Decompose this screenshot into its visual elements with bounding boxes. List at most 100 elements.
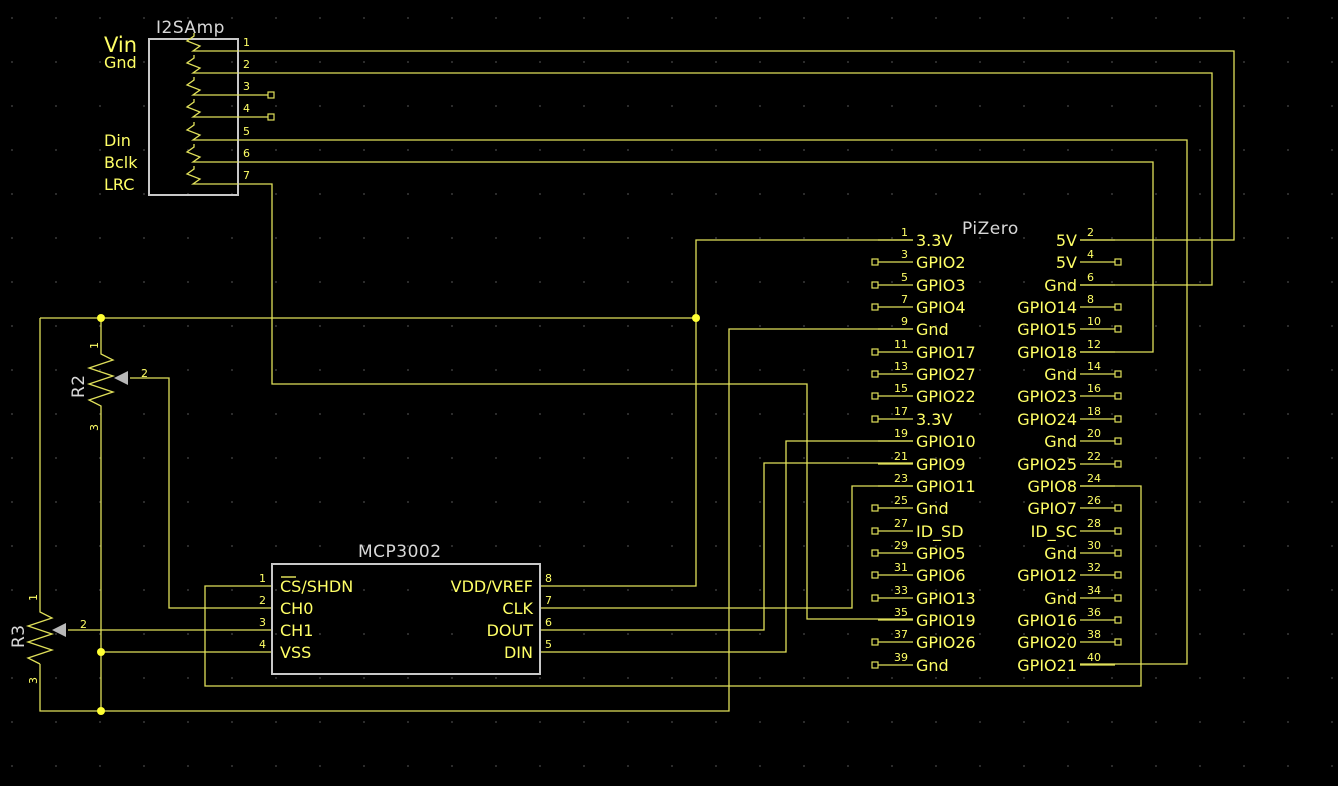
no-connect-marker <box>1114 527 1122 535</box>
pizero-pin-number: 13 <box>894 360 908 373</box>
grid-dot <box>363 369 365 371</box>
grid-dot <box>275 61 277 63</box>
grid-dot <box>11 633 13 635</box>
wire-lrc-gpio19[interactable] <box>238 183 913 620</box>
grid-dot <box>11 193 13 195</box>
grid-dot <box>407 281 409 283</box>
grid-dot <box>495 589 497 591</box>
grid-dot <box>187 589 189 591</box>
grid-dot <box>495 457 497 459</box>
grid-dot <box>187 545 189 547</box>
grid-dot <box>1199 457 1201 459</box>
grid-dot <box>363 413 365 415</box>
wire-gnd-pin9[interactable] <box>101 328 913 712</box>
grid-dot <box>55 237 57 239</box>
grid-dot <box>275 149 277 151</box>
i2samp-pin-number: 3 <box>243 80 250 93</box>
grid-dot <box>11 677 13 679</box>
wire-r2-wiper-ch0[interactable] <box>130 377 272 609</box>
pizero-pin-label: Gnd <box>1044 589 1077 608</box>
grid-dot <box>231 413 233 415</box>
grid-dot <box>583 589 585 591</box>
grid-dot <box>935 237 937 239</box>
pizero-pin-label: Gnd <box>916 499 949 518</box>
grid-dot <box>803 501 805 503</box>
no-connect-marker <box>1114 415 1122 423</box>
no-connect-marker <box>1114 370 1122 378</box>
wire-din-gpio21[interactable] <box>238 139 1188 665</box>
grid-dot <box>1067 545 1069 547</box>
grid-dot <box>55 61 57 63</box>
grid-dot <box>539 545 541 547</box>
grid-dot <box>1331 105 1333 107</box>
wire-3v3-vdd[interactable] <box>540 318 697 587</box>
grid-dot <box>627 105 629 107</box>
no-connect-marker <box>1114 437 1122 445</box>
grid-dot <box>363 237 365 239</box>
grid-dot <box>715 369 717 371</box>
grid-dot <box>99 369 101 371</box>
grid-dot <box>1243 413 1245 415</box>
wire-gnd-left[interactable] <box>39 664 101 712</box>
grid-dot <box>143 369 145 371</box>
grid-dot <box>891 633 893 635</box>
wire-bclk-gpio18[interactable] <box>238 161 1154 353</box>
grid-dot <box>231 721 233 723</box>
pizero-pin-number: 17 <box>894 405 908 418</box>
grid-dot <box>1155 61 1157 63</box>
r2-potentiometer[interactable]: R2 1 2 3 <box>69 342 148 431</box>
wire-vin-5v[interactable] <box>238 50 1235 241</box>
wire-din-gpio10[interactable] <box>540 440 913 653</box>
grid-dot <box>935 61 937 63</box>
wire-cs-gpio8[interactable] <box>204 485 1142 687</box>
grid-dot <box>187 281 189 283</box>
grid-dot <box>759 193 761 195</box>
wire-3v3-rail[interactable] <box>695 239 913 318</box>
wire-clk-gpio11[interactable] <box>540 485 913 609</box>
grid-dot <box>451 677 453 679</box>
pizero-pin-number: 3 <box>901 248 908 261</box>
pizero-pin-label: GPIO16 <box>1017 611 1077 630</box>
grid-dot <box>979 237 981 239</box>
grid-dot <box>627 413 629 415</box>
mcp3002-pin-number: 5 <box>545 638 552 651</box>
mcp3002-pin-number: 6 <box>545 616 552 629</box>
grid-dot <box>1111 61 1113 63</box>
grid-dot <box>55 413 57 415</box>
pizero-pin-label: GPIO18 <box>1017 343 1077 362</box>
grid-dot <box>539 149 541 151</box>
grid-dot <box>1155 633 1157 635</box>
grid-dot <box>891 677 893 679</box>
r3-potentiometer[interactable]: R3 1 2 3 <box>9 594 87 684</box>
pizero-right-header: 25V45V6Gnd8GPIO1410GPIO1512GPIO1814Gnd16… <box>1017 226 1122 675</box>
grid-dot <box>11 17 13 19</box>
grid-dot <box>319 281 321 283</box>
grid-dot <box>495 501 497 503</box>
grid-dot <box>407 193 409 195</box>
grid-dot <box>407 17 409 19</box>
i2samp-pin-number: 1 <box>243 36 250 49</box>
grid-dot <box>1287 589 1289 591</box>
grid-dot <box>1023 721 1025 723</box>
wire-dout-gpio9[interactable] <box>540 462 913 631</box>
grid-dot <box>979 193 981 195</box>
i2samp-label-bclk: Bclk <box>104 153 138 172</box>
grid-dot <box>803 193 805 195</box>
grid-dot <box>363 633 365 635</box>
grid-dot <box>319 193 321 195</box>
grid-dot <box>231 237 233 239</box>
no-connect-marker <box>871 348 879 356</box>
no-connect-marker <box>1114 549 1122 557</box>
grid-dot <box>1199 721 1201 723</box>
grid-dot <box>363 61 365 63</box>
grid-dot <box>407 369 409 371</box>
grid-dot <box>935 677 937 679</box>
grid-dot <box>583 325 585 327</box>
grid-dot <box>451 413 453 415</box>
no-connect-marker <box>871 504 879 512</box>
grid-dot <box>55 369 57 371</box>
wire-gnd-gnd[interactable] <box>238 72 1213 286</box>
